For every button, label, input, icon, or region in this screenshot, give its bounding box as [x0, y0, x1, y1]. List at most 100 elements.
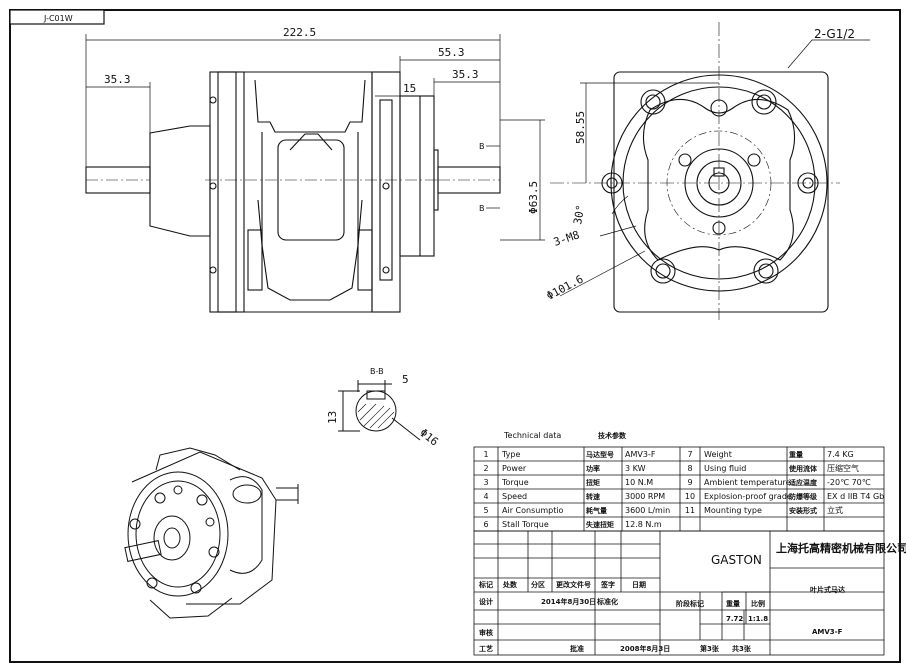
tech-cell-n2: 11: [685, 506, 695, 515]
approve-date: 2008年8月3日: [620, 644, 670, 653]
tech-cell-en1: Air Consumptio: [502, 506, 564, 515]
dim-key-height: 13: [326, 411, 339, 424]
tech-cell-en1: Speed: [502, 492, 527, 501]
tech-cell-cn1: 转速: [586, 492, 600, 501]
tech-cell-v1: AMV3-F: [625, 450, 656, 459]
technical-data-rows: 1 Type 马达型号 AMV3-F 7 Weight 重量 7.4 KG 2 Power 功率 3 …: [483, 450, 884, 529]
technical-data-table: [473, 446, 885, 532]
dim-shaft-diameter: Φ16: [417, 426, 441, 448]
tech-cell-cn1: 功率: [586, 464, 600, 473]
dim-bolt-holes: 3-M8: [552, 228, 581, 249]
tech-cell-v1: 3600 L/min: [625, 506, 670, 515]
section-mark-upper: B: [479, 142, 485, 151]
tech-cell-cn2: 使用流体: [788, 464, 818, 473]
tech-cell-en1: Stall Torque: [502, 520, 549, 529]
hdr-count: 处数: [502, 580, 518, 589]
dim-overall-length: 222.5: [283, 26, 316, 39]
front-view-dimensions: [559, 39, 870, 297]
dim-left-shaft: 35.3: [104, 73, 131, 86]
hdr-mark: 标记: [478, 580, 493, 589]
tech-cell-en2: Ambient temperature: [704, 478, 791, 487]
dim-right-shaft: 35.3: [452, 68, 479, 81]
tech-cell-cn2: 防爆等级: [789, 492, 818, 501]
tech-cell-cn1: 扭矩: [586, 478, 600, 487]
tech-cell-v2: 压缩空气: [827, 463, 859, 473]
isometric-view: [124, 447, 299, 619]
tech-cell-n1: 4: [483, 492, 488, 501]
tech-cell-en1: Type: [501, 450, 520, 459]
tech-cell-en1: Torque: [501, 478, 529, 487]
tech-cell-v2: 立式: [827, 505, 843, 515]
tech-cell-n1: 2: [483, 464, 488, 473]
weight-label: 重量: [726, 599, 740, 608]
dim-height-centre: 58.55: [574, 111, 587, 144]
tech-cell-n1: 1: [483, 450, 488, 459]
standardize-label: 标准化: [596, 597, 618, 606]
dim-flange-step: 15: [403, 82, 416, 95]
dim-body-diameter: Φ63.5: [527, 181, 540, 214]
tech-cell-v1: 3000 RPM: [625, 492, 665, 501]
tech-cell-n1: 3: [483, 478, 488, 487]
scale-label: 比例: [751, 599, 765, 608]
front-view: [601, 71, 829, 313]
tech-cell-v2: EX d IIB T4 Gb: [827, 492, 884, 501]
tech-cell-cn2: 安装形式: [789, 506, 817, 515]
product-name: 叶片式马达: [810, 585, 845, 594]
tech-cell-n1: 5: [483, 506, 488, 515]
side-view: [85, 71, 501, 313]
front-view-centrelines: [550, 22, 840, 320]
tech-cell-v1: 12.8 N.m: [625, 520, 662, 529]
title-block: [473, 530, 885, 656]
design-label: 设计: [479, 597, 493, 606]
technical-data-title: Technical data: [503, 431, 561, 440]
hdr-change: 更改文件号: [556, 580, 591, 589]
side-view-dimensions: [85, 34, 545, 241]
review-label: 审核: [479, 628, 493, 637]
dim-right-section: 55.3: [438, 46, 465, 59]
tech-cell-en2: Mounting type: [704, 506, 762, 515]
hdr-date: 日期: [632, 580, 646, 589]
scale-value: 1:1.8: [748, 615, 768, 623]
tech-cell-en2: Explosion-proof grade: [704, 492, 792, 501]
company-name: 上海托高精密机械有限公司: [776, 541, 906, 555]
tech-cell-en2: Weight: [704, 450, 732, 459]
approve-label: 批准: [570, 644, 584, 653]
brand-name: GASTON: [711, 553, 762, 567]
stage-mark-label: 阶段标记: [676, 599, 704, 608]
tech-cell-n2: 8: [687, 464, 692, 473]
technical-data-title-cn: 技术参数: [598, 431, 627, 440]
drawing-frame: [9, 9, 901, 663]
sheet-total: 共3张: [732, 644, 752, 653]
tech-cell-en2: Using fluid: [704, 464, 746, 473]
tech-cell-v2: 7.4 KG: [827, 450, 854, 459]
section-bb: [338, 380, 421, 441]
section-mark-lower: B: [479, 204, 485, 213]
model-name: AMV3-F: [812, 628, 843, 636]
design-date: 2014年8月30日: [541, 597, 596, 606]
tech-cell-n2: 9: [687, 478, 692, 487]
sheet-number: 第3张: [700, 644, 720, 653]
tech-cell-n2: 7: [687, 450, 692, 459]
dim-key-width: 5: [402, 373, 409, 386]
weight-value: 7.72: [726, 615, 743, 623]
corner-code-box: [9, 9, 105, 25]
hdr-sign: 签字: [600, 580, 615, 589]
corner-code: J-C01W: [43, 14, 73, 23]
dim-angle: 30°: [571, 204, 587, 226]
tech-cell-cn2: 重量: [789, 450, 803, 459]
tech-cell-en1: Power: [502, 464, 527, 473]
section-title: B-B: [370, 367, 384, 376]
dim-port: 2-G1/2: [814, 27, 855, 41]
tech-cell-v1: 3 KW: [625, 464, 646, 473]
tech-cell-n1: 6: [483, 520, 488, 529]
tech-cell-cn1: 耗气量: [586, 506, 607, 515]
tech-cell-cn1: 失速扭矩: [586, 520, 614, 529]
tech-cell-n2: 10: [685, 492, 695, 501]
dim-pitch-diameter: Φ101.6: [544, 273, 585, 303]
hdr-zone: 分区: [531, 580, 545, 589]
tech-cell-cn1: 马达型号: [586, 450, 614, 459]
tech-cell-v1: 10 N.M: [625, 478, 653, 487]
tech-cell-cn2: 适应温度: [789, 478, 818, 487]
process-label: 工艺: [479, 644, 493, 653]
